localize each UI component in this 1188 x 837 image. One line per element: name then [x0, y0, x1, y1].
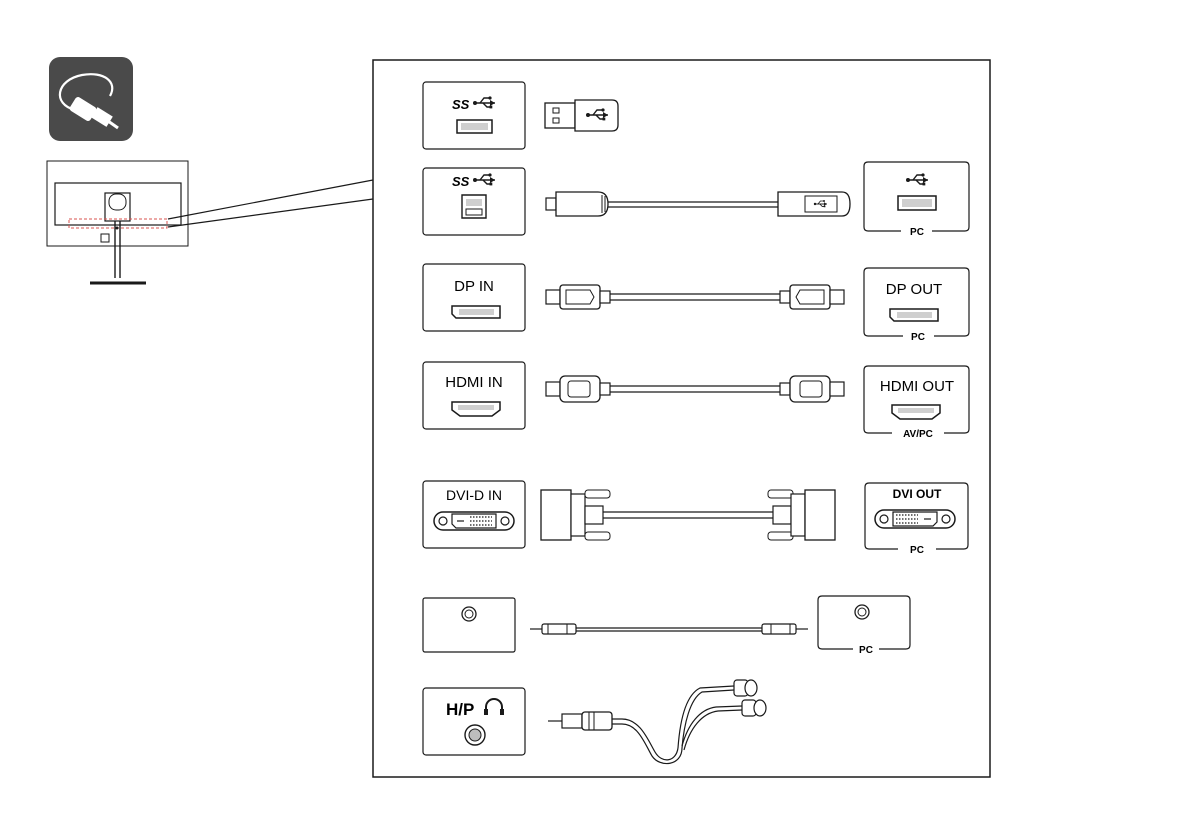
- audio-in-port: [423, 598, 515, 652]
- hdmi-out-label: HDMI OUT: [880, 378, 954, 395]
- av-pc-caption: AV/PC: [903, 429, 933, 440]
- pc-caption: PC: [911, 332, 925, 343]
- ss-logo-label: SS: [452, 174, 470, 189]
- hdmi-in-label: HDMI IN: [445, 374, 503, 391]
- usb-ss-port-a: SS: [423, 82, 525, 149]
- dvi-out-label: DVI OUT: [893, 487, 942, 501]
- dvi-d-in-label: DVI-D IN: [446, 487, 502, 503]
- pc-caption: PC: [859, 645, 873, 656]
- dvi-d-in-port: DVI-D IN: [423, 481, 525, 548]
- audio-jack-icon: [855, 605, 869, 619]
- zoom-leader-lines: [168, 180, 373, 227]
- hdmi-in-port: HDMI IN: [423, 362, 525, 429]
- hp-label: H/P: [446, 700, 474, 719]
- monitor-back-thumbnail: [47, 161, 188, 283]
- cable-plug-icon: [49, 57, 133, 141]
- usb-a-plug: [545, 100, 618, 131]
- dp-in-label: DP IN: [454, 278, 494, 295]
- ss-logo-label: SS: [452, 97, 470, 112]
- headphone-port: H/P: [423, 688, 525, 755]
- dp-in-port: DP IN: [423, 264, 525, 331]
- usb-ss-port-b: SS: [423, 168, 525, 235]
- pc-caption: PC: [910, 545, 924, 556]
- audio-jack-icon: [462, 607, 476, 621]
- pc-caption: PC: [910, 227, 924, 238]
- dp-out-label: DP OUT: [886, 281, 942, 298]
